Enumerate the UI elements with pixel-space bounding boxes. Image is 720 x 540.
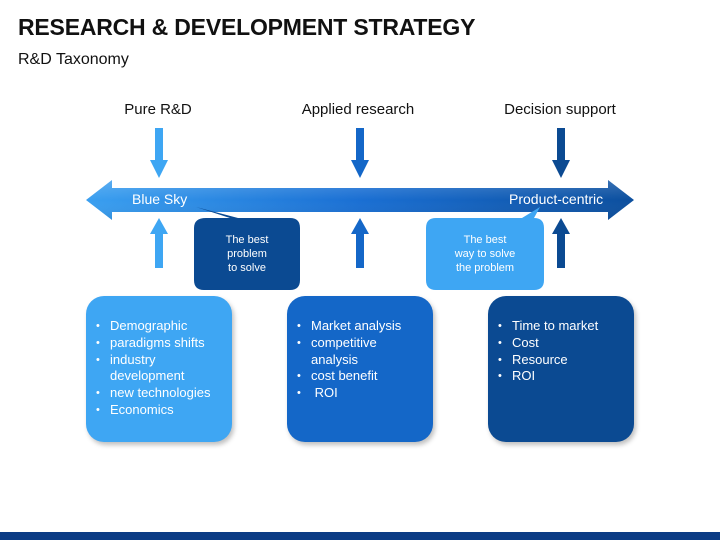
list-item: ROI (297, 385, 425, 402)
callout-line: problem (227, 248, 267, 260)
list-item: ROI (498, 368, 626, 385)
callout-line: The best (463, 234, 507, 246)
callout-best-way (426, 207, 544, 290)
slide-subtitle: R&D Taxonomy (18, 51, 129, 68)
list-item: new technologies (96, 385, 224, 402)
box-pure-rd: Demographic paradigms shifts industry de… (86, 296, 232, 442)
list-item: Economics (96, 402, 224, 419)
callout-line: to solve (228, 262, 266, 274)
footer-bar (0, 532, 720, 540)
down-arrow-icon (351, 128, 369, 178)
callout-best-problem (194, 207, 300, 290)
column-label-decision-support: Decision support (504, 101, 616, 118)
up-arrow-icon (552, 218, 570, 268)
column-label-applied-research: Applied research (301, 101, 415, 118)
callout-text-best-problem: The best problem to solve (194, 233, 300, 275)
list-item: Resource (498, 352, 626, 369)
callout-text-best-way: The best way to solve the problem (426, 233, 544, 275)
down-arrow-icon (150, 128, 168, 178)
list-item: cost benefit (297, 368, 425, 385)
list-item: Market analysis (297, 318, 425, 335)
callout-line: way to solve (454, 248, 516, 260)
column-label-pure-rd: Pure R&D (124, 101, 192, 118)
callout-line: the problem (455, 262, 515, 274)
list-item: competitive analysis (297, 335, 391, 369)
spectrum-double-arrow (86, 180, 634, 220)
callout-line: The best (225, 234, 269, 246)
up-arrow-icon (351, 218, 369, 268)
box-decision-support: Time to market Cost Resource ROI (488, 296, 634, 442)
axis-right-label: Product-centric (509, 191, 604, 207)
list-item: paradigms shifts (96, 335, 224, 352)
list-item: industry development (96, 352, 224, 386)
list-item: Time to market (498, 318, 626, 335)
up-arrow-icon (150, 218, 168, 268)
down-arrow-icon (552, 128, 570, 178)
box-applied-research: Market analysis competitive analysis cos… (287, 296, 433, 442)
axis-left-label: Blue Sky (132, 191, 188, 207)
list-item: Cost (498, 335, 626, 352)
slide-title: RESEARCH & DEVELOPMENT STRATEGY (18, 14, 476, 40)
list-item: Demographic (96, 318, 224, 335)
